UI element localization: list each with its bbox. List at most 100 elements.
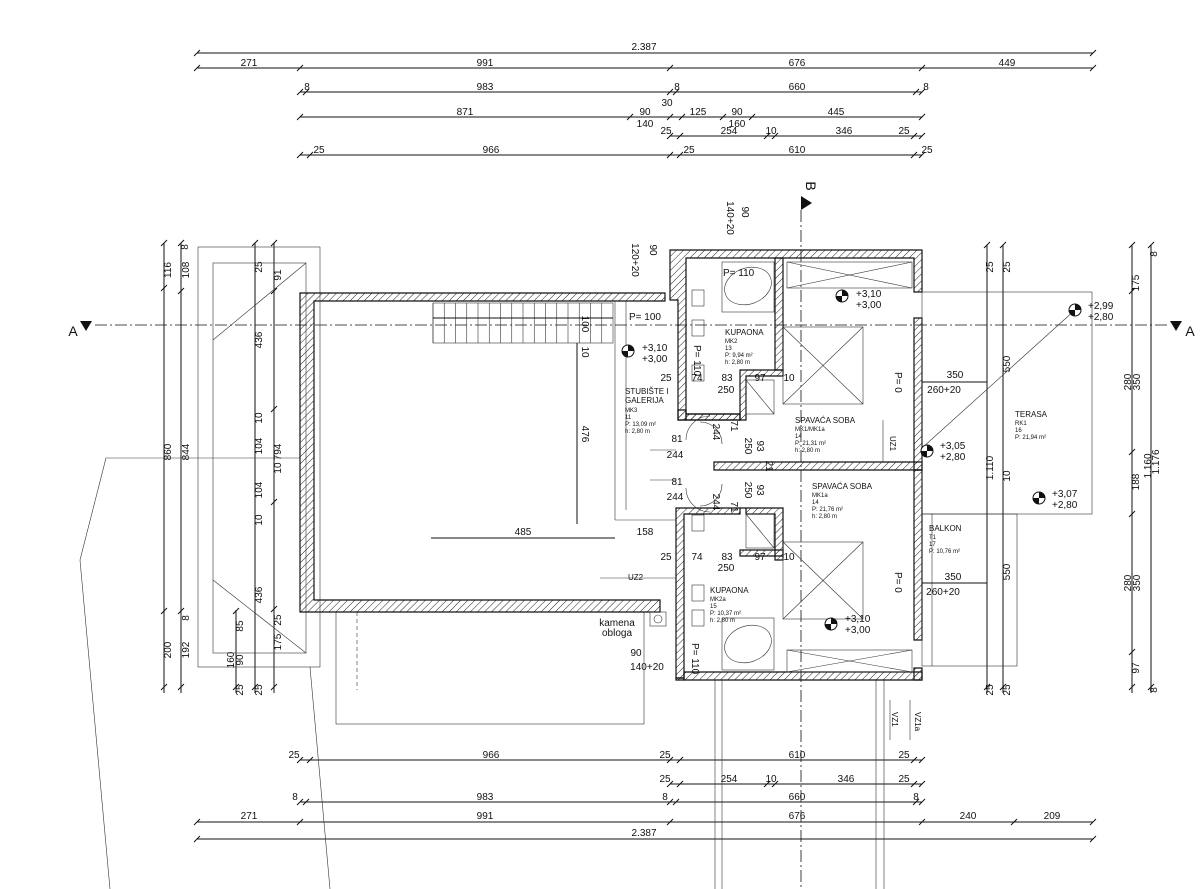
room-label-terrace: TERASA RK1 16 P: 21,94 m² <box>1015 410 1048 441</box>
uz1-label: UZ1 <box>888 436 897 452</box>
level-marker-stair: +3,10 +3,00 <box>621 343 668 365</box>
dim-left: 108 <box>181 261 192 278</box>
svg-text:158: 158 <box>637 527 654 538</box>
svg-text:h: 2,80 m: h: 2,80 m <box>725 360 750 366</box>
dim-left: 175 <box>273 633 284 650</box>
opening-label: 90 <box>739 206 750 218</box>
svg-text:KUPAONA: KUPAONA <box>725 328 764 337</box>
dim-top: 125 <box>690 107 707 118</box>
svg-text:15: 15 <box>710 604 717 610</box>
room-fixtures <box>600 261 1093 740</box>
dim-top: 254 <box>721 126 738 137</box>
stone-cladding-label: kamena <box>599 618 635 629</box>
dim-top: 140 <box>637 119 654 130</box>
dim-right: 350 <box>1132 574 1143 591</box>
dim-top: 346 <box>836 126 853 137</box>
dim-right: 8 <box>1149 687 1160 693</box>
svg-text:17: 17 <box>929 542 936 548</box>
dim-bottom: 209 <box>1044 811 1061 822</box>
vz1-label: VZ1 <box>890 712 899 727</box>
svg-text:+3,00: +3,00 <box>856 300 882 311</box>
dim-top: 871 <box>457 107 474 118</box>
uz2-label: UZ2 <box>628 573 644 582</box>
dim-top: 966 <box>483 145 500 156</box>
dim-top: 8 <box>304 82 310 93</box>
dim-top: 25 <box>898 126 910 137</box>
svg-text:244: 244 <box>710 494 721 511</box>
room-label-bath2: KUPAONA MK2a 15 P: 10,37 m² h: 2,80 m <box>710 586 749 624</box>
dim-right: 25 <box>1002 684 1013 696</box>
dim-top: 8 <box>674 82 680 93</box>
svg-text:+3,00: +3,00 <box>845 625 871 636</box>
level-marker-terrace-corner: +2,99 +2,80 <box>1068 301 1114 323</box>
opening-label: 350 <box>945 572 962 583</box>
section-arrow-left-icon <box>80 321 92 331</box>
dim-left: 104 <box>254 437 265 454</box>
svg-text:MK1/MK1a: MK1/MK1a <box>795 427 825 433</box>
dim-left: 25 <box>254 261 265 273</box>
section-axis-a: A A <box>68 321 1195 339</box>
dim-bottom: 25 <box>898 750 910 761</box>
svg-text:250: 250 <box>742 482 753 499</box>
dim-left: 860 <box>163 443 174 460</box>
svg-text:93: 93 <box>754 440 765 452</box>
stair <box>432 302 614 344</box>
dim-right: 25 <box>985 261 996 273</box>
dim-left: 10 <box>254 514 265 526</box>
svg-text:71: 71 <box>728 501 739 513</box>
svg-text:h: 2,80 m: h: 2,80 m <box>625 429 650 435</box>
svg-text:14: 14 <box>795 434 802 440</box>
dim-bottom: 966 <box>483 750 500 761</box>
dim-right: 280 <box>1123 373 1134 390</box>
svg-text:+2,99: +2,99 <box>1088 301 1114 312</box>
opening-label: 260+20 <box>927 385 961 396</box>
opening-label: P= 100 <box>629 312 661 323</box>
svg-text:97: 97 <box>754 552 766 563</box>
dim-right: 550 <box>1002 563 1013 580</box>
dim-right: 10 <box>1002 470 1013 482</box>
dim-top: 676 <box>789 58 806 69</box>
dim-top: 25 <box>683 145 695 156</box>
opening-label: P= 110 <box>689 643 700 675</box>
misc-labels: UZ1 UZ2 VZ1 VZ1a kamena obloga <box>599 436 922 732</box>
svg-text:83: 83 <box>721 552 733 563</box>
svg-text:250: 250 <box>718 385 735 396</box>
svg-text:476: 476 <box>579 426 590 443</box>
dim-left: 25 <box>273 614 284 626</box>
dim-top: 271 <box>241 58 258 69</box>
svg-text:250: 250 <box>742 438 753 455</box>
dim-top: 25 <box>921 145 933 156</box>
void-and-terrain <box>79 246 885 889</box>
section-label-a-right: A <box>1185 323 1195 339</box>
room-label-bed1: SPAVAĆA SOBA MK1/MK1a 14 P: 21,31 m² h: … <box>795 416 856 454</box>
svg-text:GALERIJA: GALERIJA <box>625 396 664 405</box>
svg-text:+3,07: +3,07 <box>1052 489 1078 500</box>
dim-bottom: 991 <box>477 811 494 822</box>
dim-bottom: 254 <box>721 774 738 785</box>
level-marker-terrace-low: +3,07 +2,80 <box>1032 489 1078 511</box>
svg-text:485: 485 <box>515 527 532 538</box>
section-axis-b: B <box>800 181 819 889</box>
svg-text:SPAVAĆA SOBA: SPAVAĆA SOBA <box>795 416 856 425</box>
dim-bottom: 8 <box>662 792 668 803</box>
section-label-b: B <box>803 181 819 190</box>
opening-dimensions: P= 100 P= 110 P= 110 P= 110 P= 0 P= 0 35… <box>431 201 987 675</box>
svg-text:21: 21 <box>763 460 774 472</box>
svg-text:T1: T1 <box>929 535 937 541</box>
dim-right: 1.110 <box>985 455 996 480</box>
svg-text:P: 21,76 m²: P: 21,76 m² <box>812 507 843 513</box>
dim-right: 188 <box>1131 473 1142 490</box>
dim-left: 25 <box>235 684 246 696</box>
dim-top: 610 <box>789 145 806 156</box>
dim-top: 30 <box>661 98 673 109</box>
opening-label: P= 0 <box>892 372 903 393</box>
svg-text:MK3: MK3 <box>625 408 638 414</box>
svg-text:10: 10 <box>783 373 795 384</box>
dim-right: 25 <box>1002 261 1013 273</box>
opening-label: 90 <box>647 244 658 256</box>
dim-left: 160 <box>226 651 237 668</box>
dim-left: 10 <box>273 462 284 474</box>
dim-left: 192 <box>181 641 192 658</box>
svg-text:BALKON: BALKON <box>929 524 962 533</box>
svg-text:P: 10,76 m²: P: 10,76 m² <box>929 549 960 555</box>
